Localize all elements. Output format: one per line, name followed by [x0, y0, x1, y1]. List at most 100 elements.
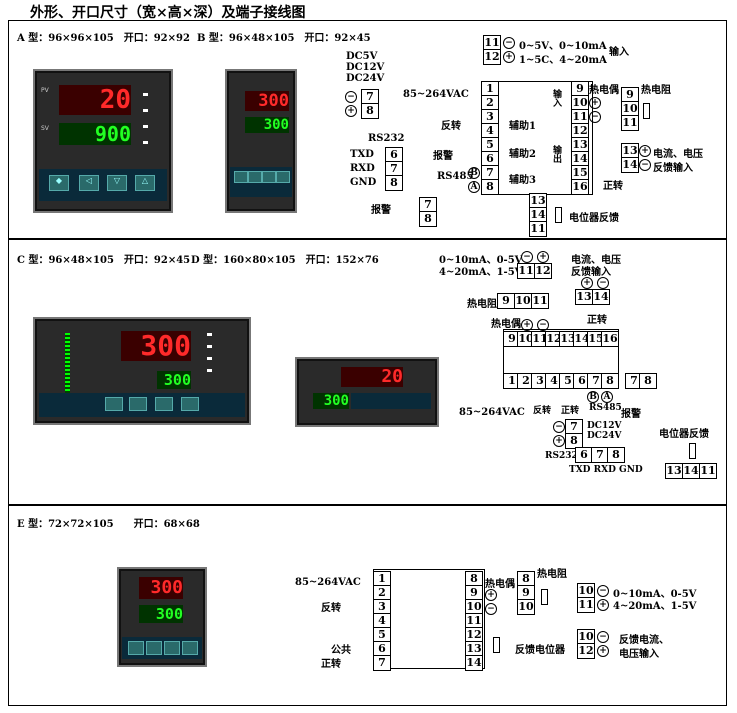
rs485-label: RS485 — [437, 171, 474, 182]
minus-icon: − — [597, 585, 609, 597]
left-key[interactable] — [129, 397, 147, 411]
terminal-6: 6 — [573, 373, 591, 389]
up-key[interactable] — [276, 171, 290, 183]
terminal-12: 12 — [483, 49, 501, 65]
dc12v-label: DC12V — [587, 421, 622, 431]
section-cd: C 型：96×48×105 开口：92×45 D 型：160×80×105 开口… — [8, 238, 727, 506]
terminal-11: 11 — [621, 115, 639, 131]
lamp — [143, 93, 148, 96]
section-e: E 型：72×72×105 开口：68×68 300 300 85~264VAC… — [8, 504, 727, 706]
terminal-14: 14 — [571, 151, 589, 167]
ac-power-label: 85~264VAC — [459, 407, 525, 418]
section-ab: A 型：96×96×105 开口：92×92 B 型：96×48×105 开口：… — [8, 20, 727, 240]
lamp — [143, 109, 148, 112]
aux1-label: 辅助1 — [509, 121, 536, 132]
terminal-14: 14 — [592, 289, 610, 305]
plus-icon: + — [537, 251, 549, 263]
dc24v-label: DC24V — [587, 431, 622, 441]
terminal-12: 12 — [571, 123, 589, 139]
terminal-11: 11 — [529, 221, 547, 237]
device-a: 20 900 PV SV ◆ ◁ ▽ △ — [33, 69, 173, 213]
minus-icon: − — [345, 91, 357, 103]
keypad — [122, 637, 202, 659]
terminal-13: 13 — [465, 641, 483, 657]
terminal-7: 7 — [373, 655, 391, 671]
set-key[interactable]: ◆ — [49, 175, 69, 191]
type-b-label: B 型：96×48×105 开口：92×45 — [197, 33, 371, 44]
b-terminal-icon: B — [468, 167, 480, 179]
terminal-9: 9 — [497, 293, 515, 309]
terminal-14: 14 — [465, 655, 483, 671]
pot-label: 反馈电位器 — [515, 645, 565, 656]
minus-icon: − — [503, 37, 515, 49]
rs232-label: RS232 — [545, 451, 578, 461]
reverse-label: 反转 — [441, 121, 461, 132]
minus-icon: − — [639, 159, 651, 171]
input-range-2: 4~20mA、1-5V — [439, 267, 523, 278]
plus-icon: + — [521, 319, 533, 331]
dc24v: DC24V — [346, 73, 385, 84]
plus-icon: + — [589, 97, 601, 109]
resistor-icon — [643, 103, 650, 119]
b-terminal-icon: B — [587, 391, 599, 403]
terminal-10: 10 — [517, 599, 535, 615]
down-key[interactable]: ▽ — [107, 175, 127, 191]
terminal-13: 13 — [575, 289, 593, 305]
dc5v: DC5V — [346, 51, 378, 62]
up-key[interactable] — [182, 641, 198, 655]
sv-display: 300 — [313, 393, 349, 409]
down-key[interactable] — [155, 397, 173, 411]
pv-display: 300 — [245, 91, 289, 111]
terminal-11: 11 — [699, 463, 717, 479]
alarm-label: 报警 — [621, 409, 641, 420]
tc-label: 热电偶 — [491, 319, 521, 330]
a-terminal-icon: A — [601, 391, 613, 403]
terminal-11: 11 — [531, 293, 549, 309]
terminal-10: 10 — [517, 331, 535, 347]
type-c-label: C 型：96×48×105 开口：92×45 — [17, 255, 191, 266]
down-key[interactable] — [262, 171, 276, 183]
device-d: 20 300 — [295, 357, 439, 427]
terminal-12: 12 — [465, 627, 483, 643]
forward-label: 正转 — [603, 181, 623, 192]
comm-labels: TXD RXD GND — [569, 465, 643, 475]
up-key[interactable] — [181, 397, 199, 411]
pv-tag: PV — [41, 87, 49, 94]
set-key[interactable] — [128, 641, 144, 655]
terminal-13: 13 — [665, 463, 683, 479]
set-key[interactable] — [234, 171, 248, 183]
type-e-label: E 型：72×72×105 开口：68×68 — [17, 519, 200, 530]
terminal-14: 14 — [621, 157, 639, 173]
up-key[interactable]: △ — [135, 175, 155, 191]
input-range-2: 1~5C、4~20mA — [519, 55, 607, 66]
type-d-label: D 型：160×80×105 开口：152×76 — [191, 255, 379, 266]
terminal-15: 15 — [587, 331, 605, 347]
keypad — [39, 393, 245, 417]
set-key[interactable] — [105, 397, 123, 411]
terminal-6: 6 — [481, 151, 499, 167]
terminal-6: 6 — [385, 147, 403, 163]
left-key[interactable] — [146, 641, 162, 655]
left-key[interactable] — [248, 171, 262, 183]
sv-display: 300 — [139, 605, 183, 623]
input-range-1: 0~10mA、0-5V — [439, 255, 523, 266]
terminal-8: 8 — [565, 433, 583, 449]
lamp — [143, 125, 148, 128]
feedback-label-2: 反馈输入 — [653, 163, 693, 174]
input-vertical-label: 输入 — [553, 90, 563, 109]
common-label: 公共 — [331, 645, 351, 656]
keypad — [230, 167, 292, 197]
terminal-1: 1 — [373, 571, 391, 587]
terminal-12: 12 — [534, 263, 552, 279]
ac-power-label: 85~264VAC — [403, 89, 469, 100]
feedback-input-label: 反馈输入 — [571, 267, 611, 278]
left-key[interactable]: ◁ — [79, 175, 99, 191]
terminal-9: 9 — [503, 331, 521, 347]
feedback-label-2: 电压输入 — [619, 649, 659, 660]
lamp — [207, 333, 212, 336]
terminal-10: 10 — [514, 293, 532, 309]
potentiometer-icon — [689, 443, 696, 459]
down-key[interactable] — [164, 641, 180, 655]
terminal-16: 16 — [571, 179, 589, 195]
terminal-14: 14 — [573, 331, 591, 347]
